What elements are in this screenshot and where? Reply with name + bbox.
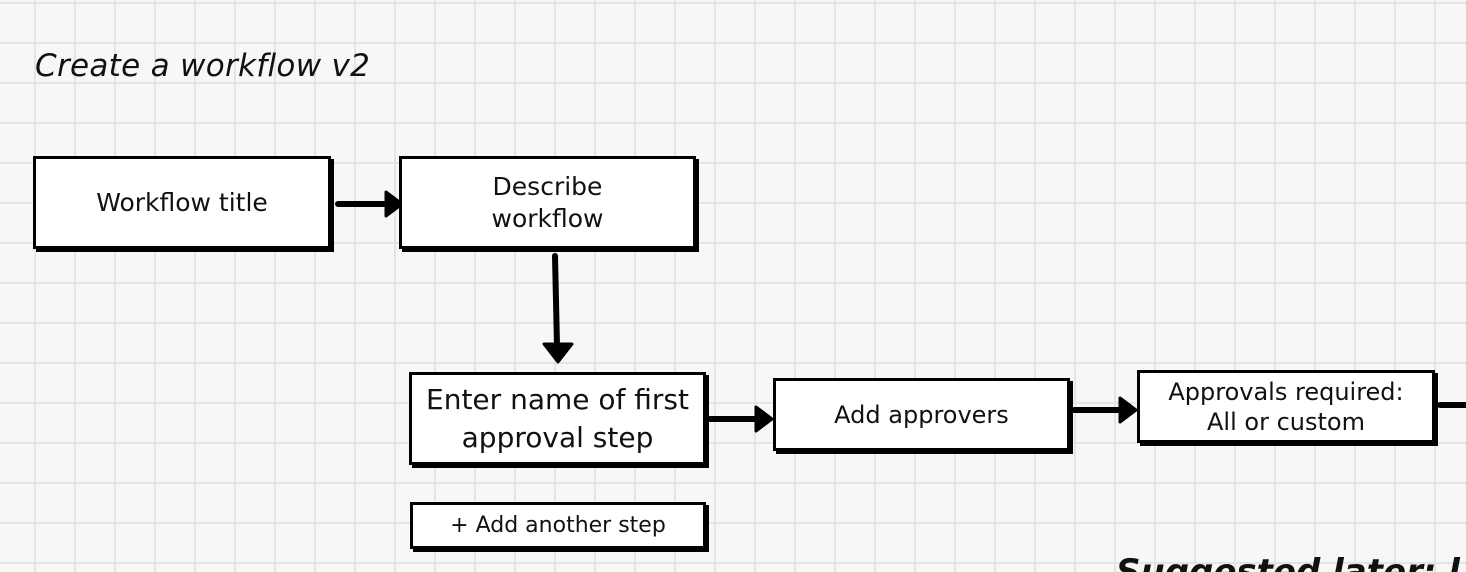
workflow-title-node: Workflow title xyxy=(33,156,331,249)
approvals-required-label: Approvals required: All or custom xyxy=(1168,377,1404,436)
arrowhead-describe xyxy=(384,190,404,218)
partial-offscreen-heading: Suggested later: l xyxy=(1116,552,1460,572)
add-approvers-node: Add approvers xyxy=(773,378,1070,451)
arrowhead-first-step xyxy=(542,342,574,364)
approvals-required-node: Approvals required: All or custom xyxy=(1137,370,1435,443)
arrowhead-approvers xyxy=(754,405,774,433)
describe-workflow-label: Describe workflow xyxy=(491,172,604,233)
arrow-describe-to-first-step xyxy=(552,253,560,349)
workflow-title-label: Workflow title xyxy=(96,187,268,217)
diagram-title: Create a workflow v2 xyxy=(35,48,371,84)
arrowhead-approvals xyxy=(1118,396,1138,424)
add-another-step-button[interactable]: + Add another step xyxy=(410,502,706,549)
first-approval-step-label: Enter name of first approval step xyxy=(426,382,689,454)
first-approval-step-node: Enter name of first approval step xyxy=(409,372,706,465)
describe-workflow-node: Describe workflow xyxy=(399,156,696,249)
add-another-step-label: + Add another step xyxy=(450,512,666,538)
add-approvers-label: Add approvers xyxy=(834,400,1009,429)
